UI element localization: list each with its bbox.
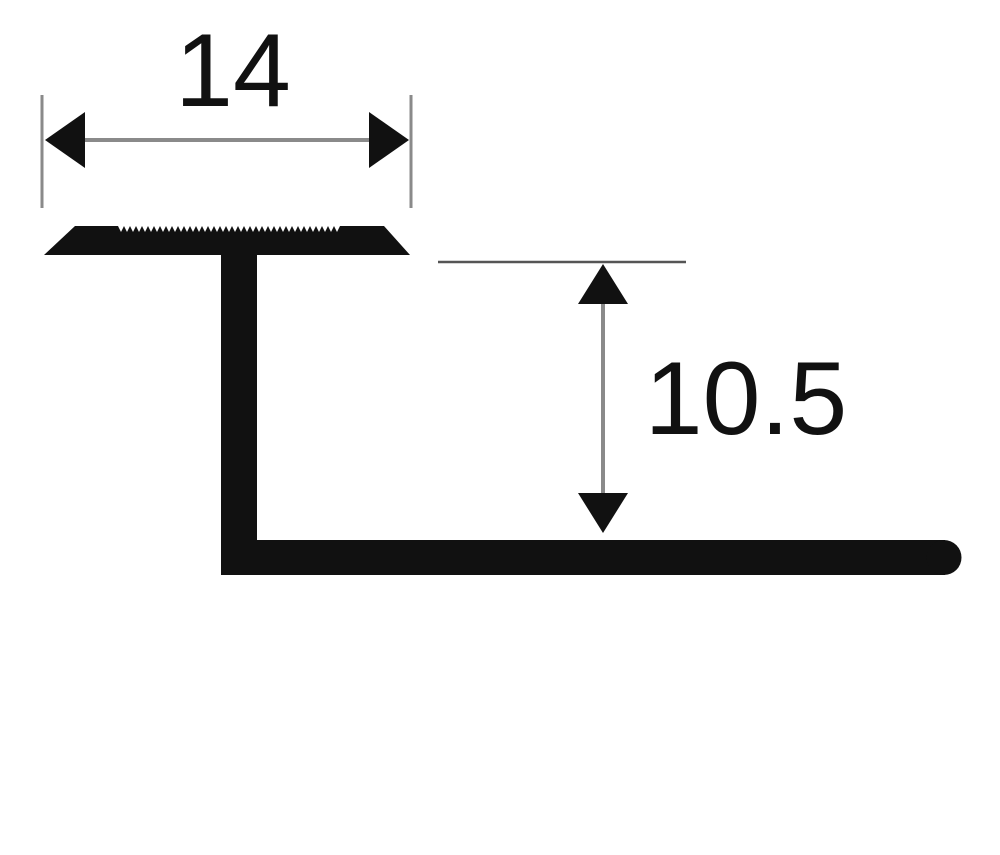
height-arrowhead-top xyxy=(578,264,628,304)
width-dimension: 14 xyxy=(40,13,413,208)
profile-shape xyxy=(44,226,962,575)
profile-serrated-surface xyxy=(118,226,340,232)
height-dimension: 10.5 xyxy=(438,260,847,533)
profile-top-cap xyxy=(44,226,410,255)
width-dimension-label: 14 xyxy=(175,13,291,129)
height-dimension-label: 10.5 xyxy=(645,341,847,457)
width-arrowhead-right xyxy=(369,112,409,168)
profile-base-leg-end xyxy=(926,540,962,575)
height-arrowhead-bottom xyxy=(578,493,628,533)
profile-stem xyxy=(221,253,257,575)
width-arrowhead-left xyxy=(45,112,85,168)
profile-base-leg xyxy=(221,540,945,575)
